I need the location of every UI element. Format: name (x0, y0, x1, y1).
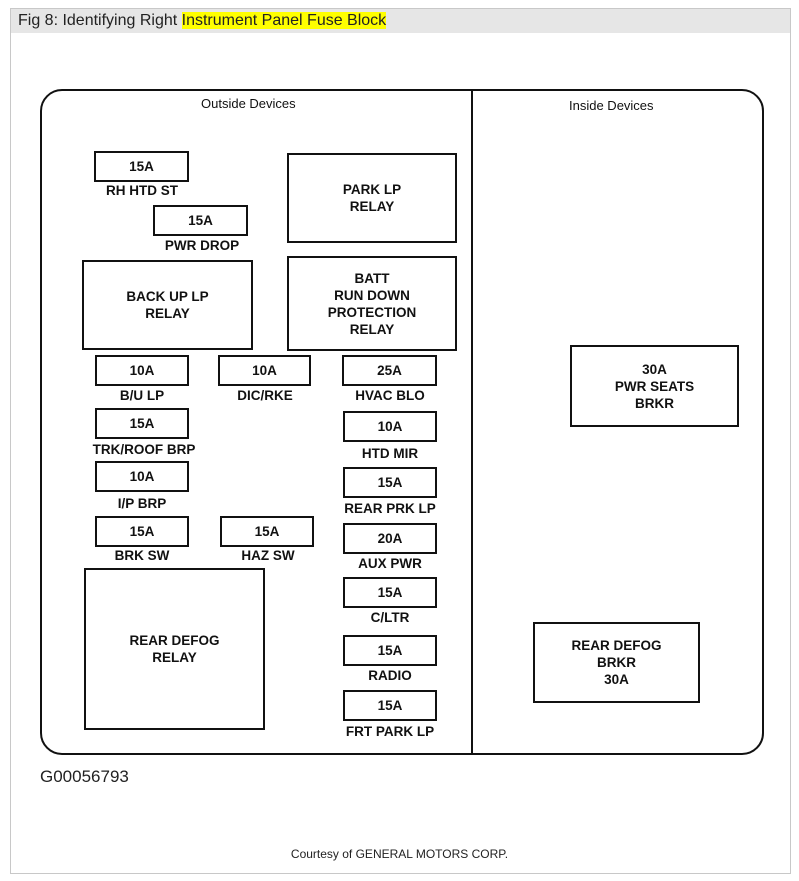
figure-title-highlight: Instrument Panel Fuse Block (181, 12, 387, 29)
fuse-label: HTD MIR (361, 446, 419, 461)
fuse-ip-brp: 10A (95, 461, 189, 492)
fuse-rating: 25A (377, 363, 402, 378)
breaker-rear-defog: REAR DEFOG BRKR 30A (533, 622, 700, 703)
relay-batt-run-down-protection: BATT RUN DOWN PROTECTION RELAY (287, 256, 457, 351)
fuse-label: AUX PWR (358, 556, 422, 571)
fuse-rating: 10A (129, 363, 155, 378)
relay-label: PARK LP RELAY (342, 182, 402, 214)
fuse-rating: 15A (129, 416, 155, 431)
fuse-label: B/U LP (119, 388, 165, 403)
fuse-label: PWR DROP (164, 238, 240, 253)
fuse-label: DIC/RKE (237, 388, 293, 403)
fuse-dic-rke: 10A (218, 355, 311, 386)
fuse-haz-sw: 15A (220, 516, 314, 547)
fuse-label: TRK/ROOF BRP (92, 442, 196, 457)
relay-label: REAR DEFOG RELAY (129, 633, 220, 665)
relay-label: BATT RUN DOWN PROTECTION RELAY (327, 270, 417, 337)
fuse-rating: 15A (254, 524, 280, 539)
fuse-rating: 10A (129, 469, 155, 484)
fuse-rating: 10A (377, 419, 403, 434)
relay-label: BACK UP LP RELAY (126, 289, 209, 321)
figure-title-prefix: Fig 8: Identifying Right (18, 12, 182, 29)
fuse-label: HAZ SW (241, 548, 295, 563)
fuse-label: C/LTR (370, 610, 410, 625)
fuse-rating: 15A (377, 475, 403, 490)
fuse-trk-roof-brp: 15A (95, 408, 189, 439)
figure-code: G00056793 (40, 767, 129, 786)
fuse-label: I/P BRP (117, 496, 167, 511)
fuse-rating: 15A (129, 159, 154, 174)
fuse-brk-sw: 15A (95, 516, 189, 547)
fuse-rating: 20A (377, 531, 403, 546)
fuse-hvac-blo: 25A (342, 355, 437, 386)
fuse-label: RADIO (368, 668, 412, 683)
fuse-rating: 15A (377, 698, 403, 713)
figure-frame (10, 8, 791, 874)
breaker-label: REAR DEFOG BRKR 30A (571, 638, 662, 687)
fuse-radio: 15A (343, 635, 437, 666)
outside-devices-heading: Outside Devices (201, 96, 296, 111)
breaker-pwr-seats: 30A PWR SEATS BRKR (570, 345, 739, 427)
fuse-label: RH HTD ST (106, 183, 178, 198)
breaker-label: 30A PWR SEATS BRKR (614, 361, 695, 411)
figure-title-bar (11, 9, 790, 33)
fuse-label: HVAC BLO (355, 388, 425, 403)
relay-park-lp: PARK LP RELAY (287, 153, 457, 243)
fuse-c-ltr: 15A (343, 577, 437, 608)
fuse-rating: 15A (377, 585, 403, 600)
fuse-pwr-drop: 15A (153, 205, 248, 236)
relay-back-up-lp: BACK UP LP RELAY (82, 260, 253, 350)
fuse-label: REAR PRK LP (344, 501, 436, 516)
fuse-rating: 10A (252, 363, 277, 378)
section-divider (471, 89, 473, 755)
fuse-rating: 15A (129, 524, 155, 539)
inside-devices-heading: Inside Devices (569, 98, 654, 113)
fuse-rating: 15A (188, 213, 213, 228)
relay-rear-defog: REAR DEFOG RELAY (84, 568, 265, 730)
fuse-label: FRT PARK LP (345, 724, 435, 739)
figure-title: Fig 8: Identifying Right Instrument Pane… (18, 12, 387, 30)
fuse-frt-park-lp: 15A (343, 690, 437, 721)
fuse-block-outline (40, 89, 764, 755)
fuse-aux-pwr: 20A (343, 523, 437, 554)
courtesy-credit: Courtesy of GENERAL MOTORS CORP. (290, 847, 509, 861)
fuse-bu-lp: 10A (95, 355, 189, 386)
fuse-rh-htd-st: 15A (94, 151, 189, 182)
fuse-label: BRK SW (114, 548, 170, 563)
fuse-rear-prk-lp: 15A (343, 467, 437, 498)
fuse-htd-mir: 10A (343, 411, 437, 442)
fuse-rating: 15A (377, 643, 403, 658)
